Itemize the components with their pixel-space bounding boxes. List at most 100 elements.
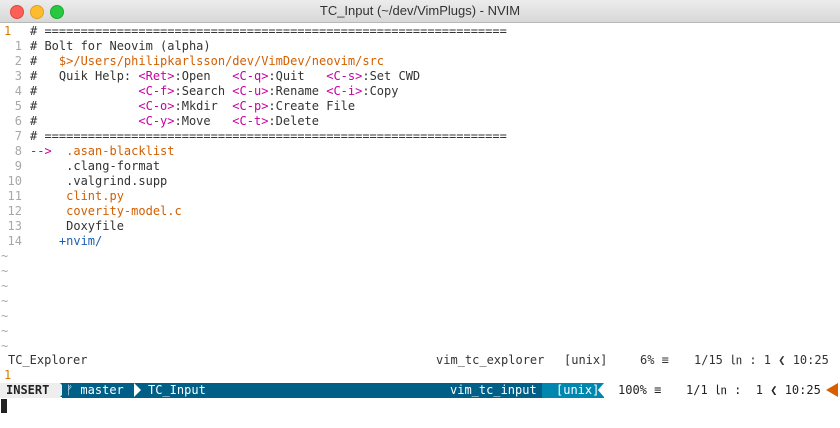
line-number: 6: [14, 114, 22, 128]
line-segment: :Delete: [268, 114, 319, 128]
line-segment: <C-s>: [326, 69, 363, 83]
active-statusline: INSERT ᚠ master TC_Input vim_tc_input [u…: [0, 383, 840, 398]
line-segment: #: [30, 54, 59, 68]
line-segment: .valgrind.supp: [30, 174, 168, 188]
minimize-window-button[interactable]: [30, 5, 44, 19]
tilde-marker: ~: [1, 249, 9, 263]
line-segment: :Set CWD: [362, 69, 421, 83]
line-number: 1: [4, 24, 12, 38]
line-segment: :Mkdir: [174, 99, 233, 113]
line-number: 5: [14, 99, 22, 113]
tilde-marker: ~: [1, 339, 9, 353]
percent-through-file: 100% ≡: [604, 383, 676, 398]
line-segment: :Rename: [268, 84, 327, 98]
line-number: 13: [7, 219, 22, 233]
line-segment: # Bolt for Neovim (alpha): [30, 39, 211, 53]
line-segment: :Copy: [362, 84, 399, 98]
inactive-statusline: TC_Explorer vim_tc_explorer [unix] 6% ≡ …: [0, 353, 840, 367]
line-segment: # ======================================…: [30, 24, 507, 38]
line-number: 1: [14, 39, 22, 53]
line-segment: # Quik Help:: [30, 69, 139, 83]
line-number: 8: [14, 144, 22, 158]
tilde-marker: ~: [1, 294, 9, 308]
separator-arrow-icon: [598, 383, 604, 397]
line-segment: Doxyfile: [30, 219, 124, 233]
line-number: 3: [14, 69, 22, 83]
line-number: 4: [14, 84, 22, 98]
line-segment: #: [30, 114, 139, 128]
line-segment: -->: [30, 144, 67, 158]
inactive-filetype: vim_tc_explorer: [436, 353, 545, 367]
inactive-percent: 6% ≡: [640, 353, 669, 367]
line-segment: .clang-format: [30, 159, 161, 173]
line-segment: $>/Users/philipkarlsson/dev/VimDev/neovi…: [58, 54, 385, 68]
line-segment: #: [30, 99, 139, 113]
line-text: # <C-y>:Move <C-t>:Delete: [30, 114, 319, 129]
close-window-button[interactable]: [10, 5, 24, 19]
line-text: .clang-format: [30, 159, 160, 174]
window-title: TC_Input (~/dev/VimPlugs) - NVIM: [319, 3, 521, 18]
line-segment: <C-y>: [138, 114, 175, 128]
line-segment: #: [30, 84, 139, 98]
line-segment: :Move: [174, 114, 233, 128]
command-line-text: 1: [4, 368, 12, 382]
warning-indicator: [822, 383, 840, 398]
window-titlebar: TC_Input (~/dev/VimPlugs) - NVIM: [0, 0, 840, 23]
line-segment: <C-p>: [232, 99, 269, 113]
line-segment: <C-q>: [232, 69, 269, 83]
line-text: +nvim/: [30, 234, 102, 249]
line-segment: .asan-blacklist: [66, 144, 175, 158]
line-segment: # ======================================…: [30, 129, 507, 143]
line-text: # $>/Users/philipkarlsson/dev/VimDev/neo…: [30, 54, 384, 69]
separator-arrow-icon: [542, 383, 549, 397]
tilde-marker: ~: [1, 279, 9, 293]
tilde-marker: ~: [1, 264, 9, 278]
line-number: 10: [7, 174, 22, 188]
tilde-marker: ~: [1, 324, 9, 338]
line-number: 12: [7, 204, 22, 218]
git-branch: ᚠ master: [62, 383, 134, 398]
line-text: # <C-f>:Search <C-u>:Rename <C-i>:Copy: [30, 84, 398, 99]
fileformat: [unix]: [542, 383, 604, 398]
line-segment: clint.py: [30, 189, 124, 203]
line-segment: <C-t>: [232, 114, 269, 128]
separator-arrow-icon: [134, 383, 141, 397]
line-segment: :Create File: [268, 99, 356, 113]
line-segment: coverity-model.c: [30, 204, 182, 218]
inactive-position: 1/15 ㏑ : 1 ❮ 10:25: [694, 353, 829, 367]
line-text: # ======================================…: [30, 24, 507, 39]
line-segment: :Quit: [268, 69, 327, 83]
line-text: # Quik Help: <Ret>:Open <C-q>:Quit <C-s>…: [30, 69, 420, 84]
mode-indicator: INSERT: [0, 383, 60, 398]
line-number: 14: [7, 234, 22, 248]
warning-arrow-icon: [826, 383, 838, 397]
line-number: 2: [14, 54, 22, 68]
line-segment: <C-i>: [326, 84, 363, 98]
line-number: 11: [7, 189, 22, 203]
line-segment: <C-f>: [138, 84, 175, 98]
line-segment: <C-o>: [138, 99, 175, 113]
inactive-fileformat: [unix]: [564, 353, 608, 367]
line-text: Doxyfile: [30, 219, 124, 234]
zoom-window-button[interactable]: [50, 5, 64, 19]
line-segment: :Open: [174, 69, 233, 83]
line-text: --> .asan-blacklist: [30, 144, 175, 159]
cursor-position: 1/1 ㏑ : 1 ❮ 10:25: [676, 383, 826, 398]
inactive-buffer-name: TC_Explorer: [8, 353, 88, 367]
line-segment: <Ret>: [138, 69, 175, 83]
line-text: clint.py: [30, 189, 124, 204]
line-number: 9: [14, 159, 22, 173]
command-line[interactable]: 1: [0, 368, 840, 382]
terminal-cursor: [1, 399, 7, 413]
tilde-marker: ~: [1, 309, 9, 323]
line-number: 7: [14, 129, 22, 143]
line-segment: <C-u>: [232, 84, 269, 98]
line-text: # ======================================…: [30, 129, 507, 144]
filetype: vim_tc_input: [450, 383, 542, 398]
line-segment: :Search: [174, 84, 233, 98]
line-text: # Bolt for Neovim (alpha): [30, 39, 211, 54]
line-text: # <C-o>:Mkdir <C-p>:Create File: [30, 99, 355, 114]
line-text: coverity-model.c: [30, 204, 182, 219]
line-segment: +nvim/: [30, 234, 103, 248]
line-text: .valgrind.supp: [30, 174, 167, 189]
